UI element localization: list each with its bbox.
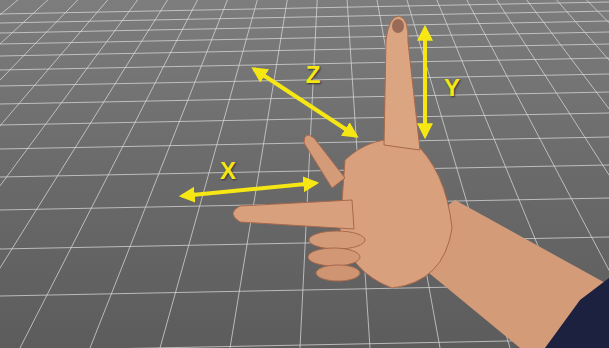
z-axis-arrow (254, 69, 356, 136)
grid-line (0, 165, 609, 177)
middle-finger (304, 135, 345, 188)
grid-line (0, 113, 609, 125)
thumb (384, 16, 420, 150)
little-finger (308, 248, 360, 266)
grid-line (230, 0, 305, 348)
grid-line (0, 74, 609, 86)
grid-line (0, 0, 148, 348)
axis-label-holder: X (220, 159, 236, 183)
axis-label: Z (306, 63, 321, 87)
axis-label: X (220, 159, 236, 183)
grid-line (0, 44, 609, 56)
axis-label-holder: Z (306, 63, 321, 87)
grid-line (20, 0, 253, 348)
grid-line (0, 2, 609, 14)
grid-line (0, 0, 78, 348)
ring-finger (309, 231, 365, 249)
palm (340, 139, 452, 288)
grid-line (0, 0, 235, 348)
index-finger (233, 200, 354, 229)
grid-line (160, 0, 288, 348)
grid-line (300, 0, 323, 348)
y-axis-arrow (423, 28, 427, 136)
grid-line (0, 0, 113, 348)
grid-line (0, 32, 609, 44)
grid-line (0, 0, 95, 348)
x-axis-arrow (182, 183, 316, 196)
sleeve (545, 278, 609, 348)
axis-label: Y (444, 76, 460, 100)
grid-line (0, 11, 609, 23)
grid-line (0, 0, 183, 348)
thumbnail (392, 19, 404, 33)
grid-line (0, 21, 609, 33)
grid-line (0, 0, 165, 348)
grid-line (0, 0, 200, 348)
little-finger (316, 265, 360, 281)
axis-label-holder: Y (444, 76, 460, 100)
grid-line (0, 58, 609, 70)
